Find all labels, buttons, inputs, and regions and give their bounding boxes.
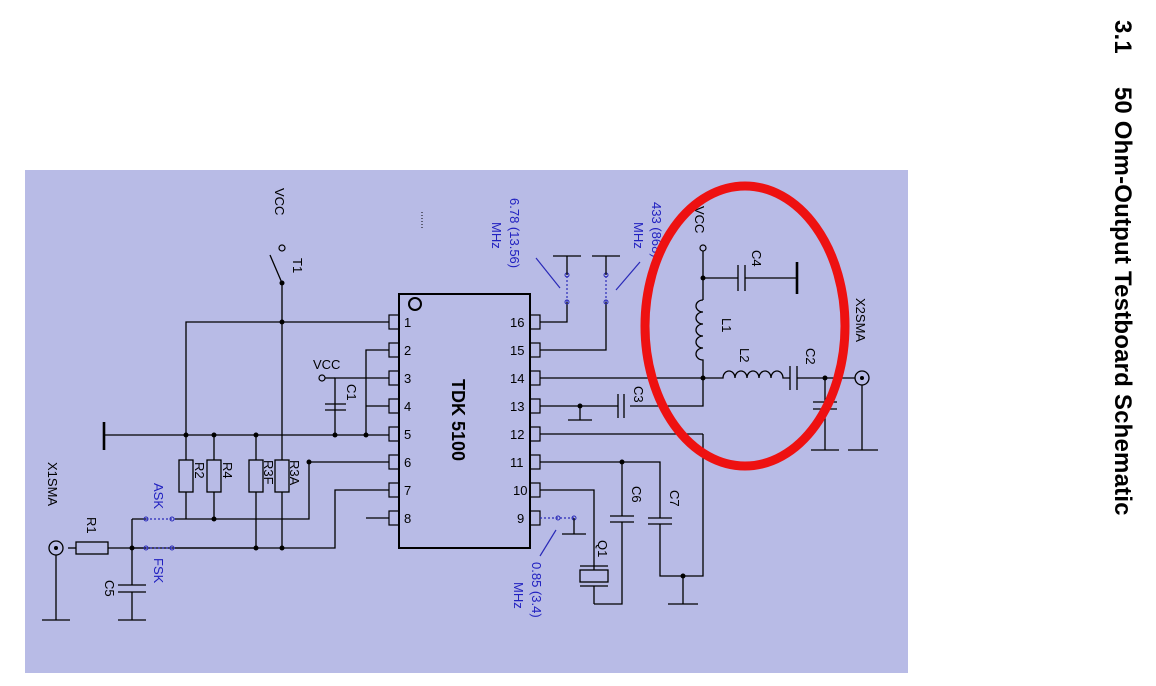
c6-label: C6: [629, 486, 644, 503]
pin-12-label: 12: [510, 427, 524, 442]
l1-label: L1: [719, 318, 734, 332]
ask-label: ASK: [151, 483, 166, 509]
pin-7-label: 7: [404, 483, 411, 498]
right-pins: 16 15 14 13 12 11 10 9: [510, 314, 541, 526]
q1-label: Q1: [595, 540, 610, 557]
vcc-top-label: VCC: [272, 188, 287, 215]
pin-5-label: 5: [404, 427, 411, 442]
r1-label: R1: [84, 517, 99, 534]
c3-label: C3: [631, 386, 646, 403]
freq-a-line2: MHz: [489, 222, 504, 249]
t1-label: T1: [290, 258, 305, 273]
c1-label: C1: [344, 384, 359, 401]
pin-16-label: 16: [510, 315, 524, 330]
c7-label: C7: [667, 490, 682, 507]
right-wiring: 6.78 (13.56) MHz 433 (868) MHz C3 C6 C7 …: [489, 198, 878, 618]
pin-1-label: 1: [404, 315, 411, 330]
pin-2-label: 2: [404, 343, 411, 358]
x1sma-label: X1SMA: [45, 462, 60, 506]
vcc-chip-label: VCC: [313, 357, 340, 372]
c2-label: C2: [803, 348, 818, 365]
pin-4-label: 4: [404, 399, 411, 414]
pin-13-label: 13: [510, 399, 524, 414]
highlight-ellipse: [640, 181, 850, 471]
pin-14-label: 14: [510, 371, 524, 386]
pin-15-label: 15: [510, 343, 524, 358]
pin-3-label: 3: [404, 371, 411, 386]
freq-c-line2: MHz: [511, 582, 526, 609]
fsk-label: FSK: [151, 558, 166, 584]
section-title: 50 Ohm-Output Testboard Schematic: [1109, 86, 1136, 516]
x2sma-label: X2SMA: [853, 298, 868, 342]
r3f-label: R3F: [261, 460, 276, 485]
freq-b-line2: MHz: [631, 222, 646, 249]
chip-label: TDK 5100: [448, 379, 468, 461]
c4-label: C4: [749, 250, 764, 267]
section-number: 3.1: [1109, 20, 1136, 54]
pin-8-label: 8: [404, 511, 411, 526]
r3a-label: R3A: [287, 460, 302, 486]
pin-11-label: 11: [510, 455, 524, 470]
r2-label: R2: [192, 462, 207, 479]
pin-6-label: 6: [404, 455, 411, 470]
vcc-right-label: VCC: [692, 206, 707, 233]
tdk5100-chip: TDK 5100: [398, 293, 531, 549]
l2-label: L2: [737, 348, 752, 362]
freq-a-line1: 6.78 (13.56): [507, 198, 522, 268]
c5-label: C5: [102, 580, 117, 597]
left-wiring: VCC C1 R2 R4 R3F R3: [42, 188, 389, 621]
freq-c-line1: 0.85 (3.4): [529, 562, 544, 618]
pin-10-label: 10: [513, 483, 527, 498]
r4-label: R4: [220, 462, 235, 479]
schematic-background: [25, 170, 908, 673]
section-heading: 3.1 50 Ohm-Output Testboard Schematic: [1108, 20, 1136, 516]
pin-9-label: 9: [517, 511, 524, 526]
